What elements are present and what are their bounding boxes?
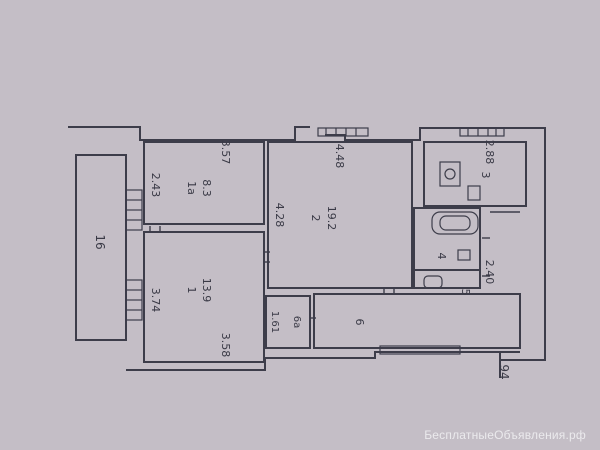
walls: [68, 126, 546, 378]
edge-mark: 94: [497, 364, 511, 379]
windows: [125, 127, 505, 355]
room-1-dim-top: 3.58: [219, 333, 232, 358]
room-2-dim-top: 4.48: [333, 144, 346, 169]
room-6-number: 6: [353, 319, 366, 326]
window-room-2: [317, 127, 369, 137]
room-1a-number: 1а: [185, 181, 198, 195]
doors: [149, 211, 520, 319]
room-1a-dim-top: 3.57: [219, 140, 232, 165]
room-2-outline: [267, 141, 413, 289]
cabinet-icon: [467, 185, 481, 201]
room-1a-area: 8.3: [200, 179, 213, 197]
room-3-outline: [423, 141, 527, 207]
room-1a-dim-side: 2.43: [149, 173, 162, 198]
room-6-outline: [313, 293, 521, 349]
bathtub-icon: [431, 211, 479, 235]
room-1a-outline: [143, 141, 265, 225]
outer-wall-right: [500, 127, 546, 361]
room-3-number: 3: [479, 172, 492, 179]
labels: 16 2.43 3.57 1а 8.3 3.74 3.58 1 13.9 4.4…: [93, 140, 511, 380]
room-16-outline: [75, 154, 127, 341]
room-6a-outline: [265, 295, 311, 349]
outer-wall-bottom: [126, 351, 520, 371]
watermark: БесплатныеОбъявления.рф: [424, 428, 586, 442]
window-room-6: [379, 345, 461, 355]
outer-wall-top-left: [68, 126, 310, 141]
room-2-dim-side: 4.28: [273, 203, 286, 228]
room-6a-number: 6а: [291, 316, 302, 329]
stove-icon: [439, 161, 461, 187]
room-1-dim-side: 3.74: [149, 288, 162, 313]
fixtures: [423, 161, 481, 289]
toilet-icon: [423, 275, 443, 289]
washbasin-icon: [457, 249, 471, 261]
room-16-number: 16: [93, 234, 107, 249]
room-1-outline: [143, 231, 265, 363]
outer-wall-top-right: [325, 127, 545, 141]
room-2-number: 2: [309, 215, 322, 222]
room-2-area: 19.2: [325, 206, 338, 231]
room-4-number: 4: [435, 253, 448, 260]
room-5-number: 5: [459, 289, 472, 296]
room-5-dim-side: 2.40: [483, 260, 496, 285]
room-6a-dim-side: 1.61: [269, 311, 280, 333]
room-1-area: 13.9: [200, 278, 213, 303]
room-3-dim-top: 2.88: [483, 140, 496, 165]
room-4-5-outline: [413, 207, 481, 289]
window-room-3: [459, 127, 505, 137]
sink-icon: [444, 168, 456, 180]
room-1-number: 1: [185, 287, 198, 294]
